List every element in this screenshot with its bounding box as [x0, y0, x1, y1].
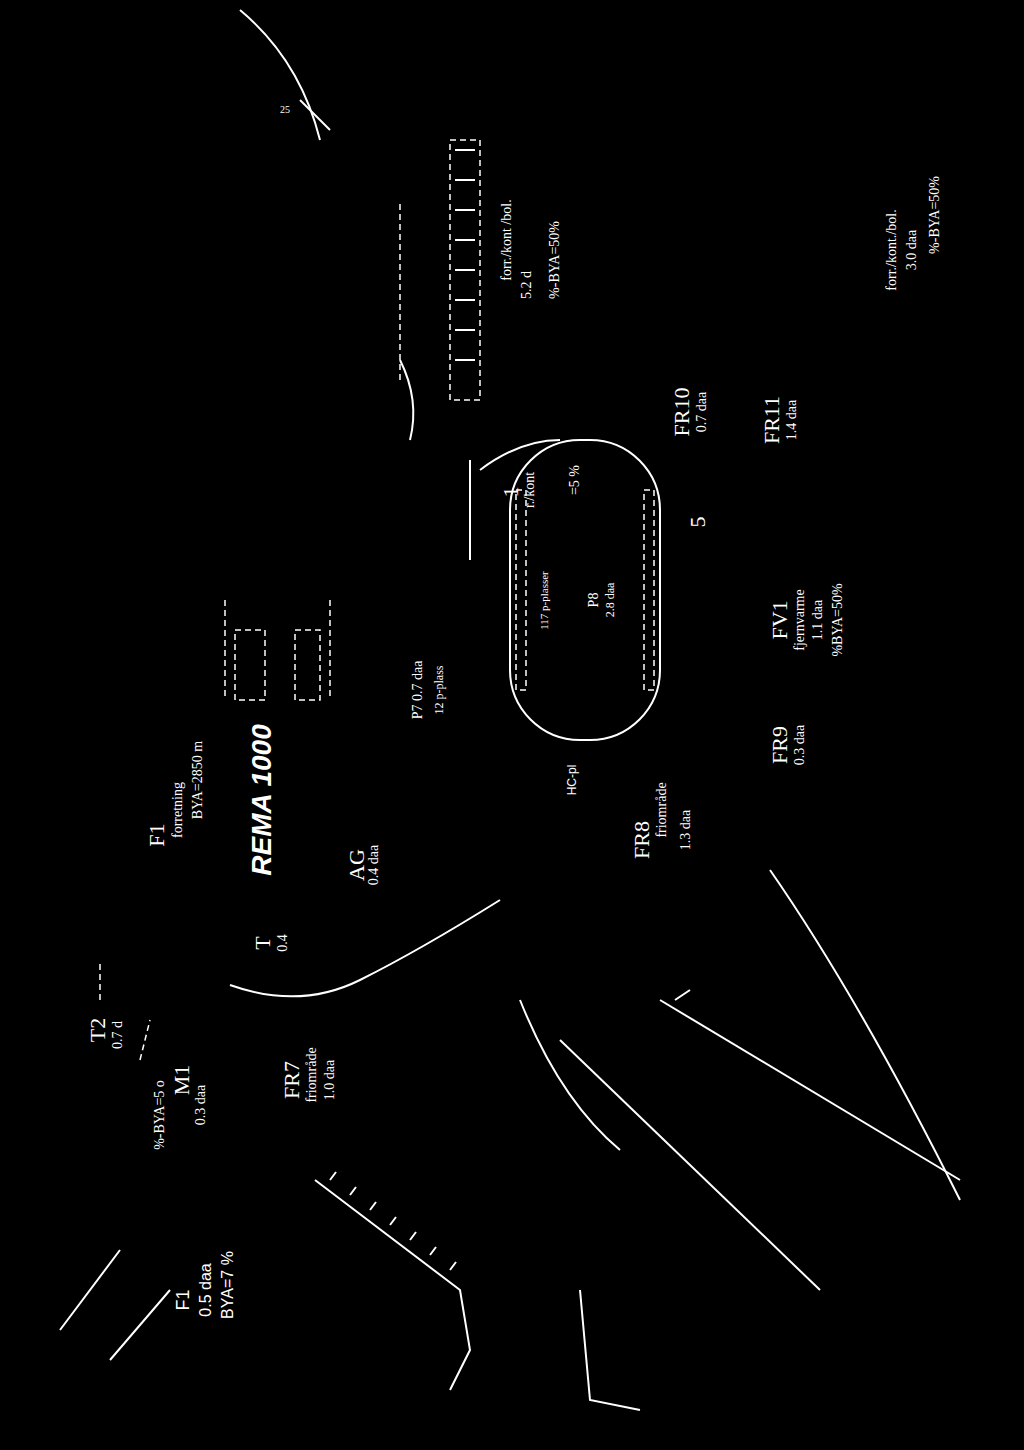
boundary-line — [560, 1040, 820, 1290]
zone-label: 1 — [499, 487, 521, 498]
zone-label: 117 p-plasser — [539, 571, 550, 630]
parking-row — [450, 140, 480, 400]
boundary-line — [580, 1290, 640, 1410]
hatch-ticks — [330, 1172, 456, 1270]
zone-label: 5 — [686, 517, 708, 528]
road-line — [400, 360, 413, 440]
zone-label: 0.7 daa — [695, 392, 709, 432]
zone-label: =5 % — [568, 465, 582, 495]
zone-label: friområde — [305, 1047, 319, 1102]
parking-row — [516, 490, 526, 690]
zone-label: M1 — [171, 1065, 193, 1096]
zone-label: 1.3 daa — [679, 810, 693, 850]
zone-label: 1.0 daa — [323, 1060, 337, 1100]
zone-label: FR9 — [769, 726, 791, 764]
boundary-line — [675, 990, 690, 1000]
zone-label: 1.1 daa — [811, 600, 825, 640]
zone-label: P7 0.7 daa — [411, 661, 425, 720]
zone-label: REMA 1000 — [248, 724, 276, 875]
zone-label: 0.4 — [276, 934, 290, 952]
zone-label: FR8 — [631, 821, 653, 859]
zone-label: AG — [346, 849, 368, 881]
dashed-boundary — [99, 960, 101, 1000]
road-line — [469, 460, 471, 560]
zone-label: P8 — [587, 593, 601, 608]
hatched-line — [315, 1180, 470, 1390]
zone-label: HC-pl — [566, 765, 578, 796]
zone-label: %BYA=50% — [831, 583, 845, 656]
parking-row — [644, 490, 654, 690]
zone-label: 12 p-plass — [432, 666, 444, 715]
road-line — [480, 440, 560, 470]
parking-row — [235, 630, 265, 700]
zone-label: %-BYA=50% — [548, 221, 562, 299]
zone-label: 0.3 daa — [194, 1085, 208, 1125]
zone-label: 0.4 daa — [367, 845, 381, 885]
dashed-boundary — [225, 600, 330, 700]
zone-label: r./kont — [523, 472, 537, 508]
zone-label: 25 — [280, 105, 290, 115]
zone-label: T — [252, 936, 274, 949]
zone-label: FV1 — [769, 600, 791, 639]
zone-label: FR7 — [281, 1061, 303, 1099]
zone-label: forr./kont /bol. — [500, 199, 514, 280]
zone-label: 0.5 daa — [198, 1263, 214, 1316]
dashed-boundary — [140, 1020, 150, 1060]
zone-label: BYA=7 % — [220, 1251, 236, 1319]
road-line — [240, 10, 320, 140]
zone-label: FR11 — [761, 396, 783, 444]
parking-stalls — [455, 150, 475, 360]
zone-label: 1.4 daa — [785, 400, 799, 440]
dashed-boundary — [399, 200, 401, 380]
zone-label: 5.2 d — [520, 271, 534, 299]
zone-label: fjernvarme — [793, 589, 807, 650]
road-line — [520, 1000, 620, 1150]
zone-label: friområde — [655, 782, 669, 837]
zone-label: %-BYA=5 o — [153, 1080, 167, 1150]
zone-label: 0.7 d — [111, 1021, 125, 1049]
parking-oval — [510, 440, 660, 740]
zone-label: BYA=2850 m — [191, 741, 205, 819]
zone-label: T2 — [87, 1018, 109, 1042]
zone-label: forr./kont./bol. — [885, 209, 899, 290]
zone-label: F1 — [146, 823, 168, 846]
zone-label: 2.8 daa — [604, 583, 616, 618]
zone-label: %-BYA=50% — [928, 176, 942, 254]
zone-label: FR10 — [671, 388, 693, 437]
zone-label: forretning — [171, 782, 185, 838]
zone-label: F1 — [174, 1289, 192, 1310]
zone-label: 3.0 daa — [905, 230, 919, 270]
boundary-line — [770, 870, 960, 1200]
boundary-line — [60, 1250, 170, 1360]
zone-label: 0.3 daa — [793, 725, 807, 765]
boundary-line — [660, 1000, 960, 1180]
road-line — [230, 900, 500, 996]
parking-row — [295, 630, 320, 700]
